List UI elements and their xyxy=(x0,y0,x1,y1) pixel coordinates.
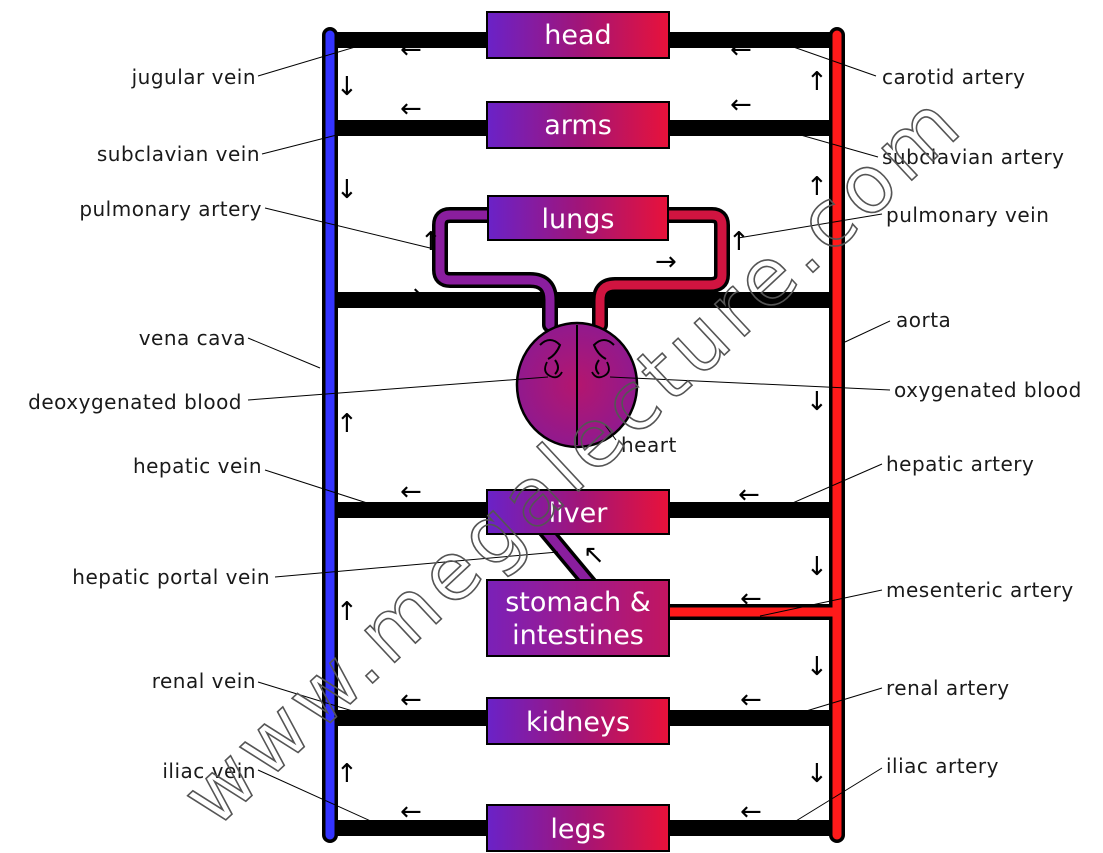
arrow-left-icon: ← xyxy=(400,477,422,507)
label-hepatic-artery: hepatic artery xyxy=(886,452,1034,476)
arrow-down-icon: ↓ xyxy=(806,552,828,582)
arrow-right-icon: → xyxy=(400,279,422,309)
arrow-up-icon: ↑ xyxy=(420,227,442,257)
arrow-left-icon: ← xyxy=(738,480,760,510)
arrow-left-icon: ← xyxy=(400,797,422,827)
label-hepatic-portal-vein: hepatic portal vein xyxy=(72,565,270,589)
organ-kidneys: kidneys xyxy=(487,698,669,744)
arrow-up-icon: ↑ xyxy=(336,409,358,439)
label-mesenteric-artery: mesenteric artery xyxy=(886,578,1074,602)
arrow-left-icon: ← xyxy=(740,685,762,715)
label-iliac-artery: iliac artery xyxy=(886,754,999,778)
label-deoxygenated-blood: deoxygenated blood xyxy=(28,390,242,414)
organ-lungs: lungs xyxy=(488,196,668,240)
arrow-down-icon: ↓ xyxy=(806,759,828,789)
label-aorta: aorta xyxy=(896,308,951,332)
arrow-down-icon: ↓ xyxy=(336,72,358,102)
label-renal-artery: renal artery xyxy=(886,676,1010,700)
label-hepatic-vein: hepatic vein xyxy=(133,454,262,478)
organ-label-stomach: stomach & xyxy=(505,587,651,618)
arrow-left-icon: ← xyxy=(730,90,752,120)
label-vena-cava: vena cava xyxy=(139,326,246,350)
label-carotid-artery: carotid artery xyxy=(882,65,1025,89)
arrow-up-icon: ↑ xyxy=(806,67,828,97)
organ-stomach-intestines: stomach & intestines xyxy=(487,580,669,656)
label-subclavian-vein: subclavian vein xyxy=(97,142,260,166)
organ-label-lungs: lungs xyxy=(542,204,615,235)
arrow-left-icon: ← xyxy=(400,685,422,715)
arrow-up-icon: ↑ xyxy=(336,759,358,789)
arrow-down-icon: ↓ xyxy=(806,652,828,682)
label-renal-vein: renal vein xyxy=(152,669,256,693)
label-oxygenated-blood: oxygenated blood xyxy=(894,378,1082,402)
arrow-up-left-icon: ↖ xyxy=(583,540,605,570)
organ-label-kidneys: kidneys xyxy=(526,707,630,738)
arrow-left-icon: ← xyxy=(400,35,422,65)
labels-left: jugular vein subclavian vein pulmonary a… xyxy=(28,65,270,783)
arrow-down-icon: ↓ xyxy=(806,387,828,417)
organ-label-head: head xyxy=(544,20,611,51)
arrow-left-icon: ← xyxy=(400,94,422,124)
label-pulmonary-artery: pulmonary artery xyxy=(79,197,262,221)
arrow-left-icon: ← xyxy=(730,35,752,65)
organ-head: head xyxy=(487,12,669,58)
organ-arms: arms xyxy=(487,102,669,148)
organ-legs: legs xyxy=(487,805,669,851)
organ-label-intestines: intestines xyxy=(512,620,644,651)
arrow-right-icon: → xyxy=(655,247,677,277)
arrow-left-icon: ← xyxy=(740,584,762,614)
organ-label-arms: arms xyxy=(544,110,612,141)
arrow-down-icon: ↓ xyxy=(336,175,358,205)
organ-label-legs: legs xyxy=(550,814,605,845)
label-jugular-vein: jugular vein xyxy=(131,65,256,89)
arrow-left-icon: ← xyxy=(740,797,762,827)
